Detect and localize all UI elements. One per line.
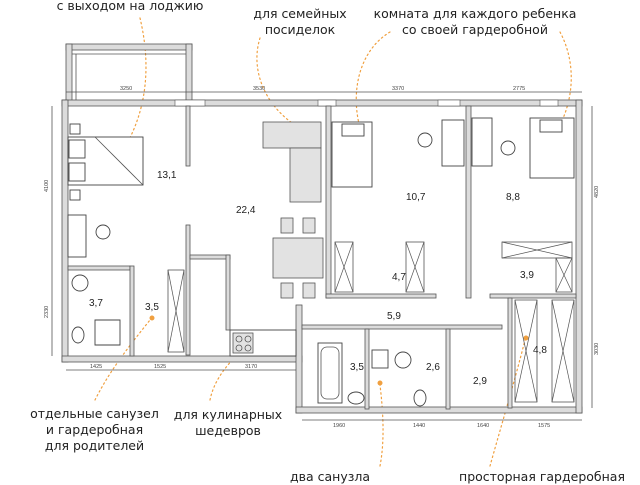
callout-parents-line2: и гардеробная: [45, 422, 144, 437]
dim-top-3: 3370: [392, 86, 404, 92]
room-area-bath-parent: 3,7: [89, 298, 103, 309]
callout-kitchen: для кулинарных шедевров: [168, 407, 288, 439]
parent-bathroom: [71, 274, 121, 346]
room-area-bath1: 3,5: [350, 362, 364, 373]
room-area-wardrobe-big: 4,8: [533, 345, 547, 356]
room-area-wardrobe-kid1: 4,7: [392, 272, 406, 283]
leader-dot-bath: [377, 380, 383, 386]
bedside-table-icon: [69, 189, 81, 201]
callout-kids: комната для каждого ребенка со своей гар…: [370, 6, 580, 38]
kid2-bed: [529, 117, 575, 179]
bedside-table-icon: [69, 123, 81, 135]
leader-dot-wardrobe: [523, 335, 529, 341]
dim-right-2: 3030: [594, 343, 600, 355]
callout-kitchen-line2: шедевров: [195, 423, 261, 438]
room-area-wardrobe-parent: 3,5: [145, 302, 159, 313]
desk: [67, 214, 87, 258]
dimension-lines: [51, 91, 593, 421]
room-area-bedroom: 13,1: [157, 170, 177, 181]
kid2-desk: [471, 117, 493, 167]
room-area-kid2: 8,8: [506, 192, 520, 203]
dim-bottom-left-3: 3170: [245, 364, 257, 370]
dim-bottom-right-3: 1640: [477, 423, 489, 429]
sink-icon: [394, 351, 412, 369]
callout-kids-line2: со своей гардеробной: [402, 22, 548, 37]
callout-family-line2: посиделок: [264, 22, 336, 37]
callout-parents-line1: отдельные санузел: [30, 406, 159, 421]
dim-right-1: 4820: [594, 186, 600, 198]
washer-icon: [371, 349, 389, 369]
dim-left-2: 2330: [44, 306, 50, 318]
leader-family: [256, 37, 296, 126]
bathtub: [317, 342, 343, 404]
callout-parents-line3: для родителей: [44, 438, 145, 453]
parent-bed: [67, 136, 144, 186]
dim-bottom-left-1: 1425: [90, 364, 102, 370]
wardrobe-parent: [167, 269, 185, 353]
callout-parents: отдельные санузел и гардеробная для роди…: [12, 406, 177, 454]
chair-icon: [500, 140, 516, 156]
callout-family-line1: для семейных: [253, 6, 347, 21]
dining-table: [272, 217, 324, 299]
room-area-wardrobe-kid2: 3,9: [520, 270, 534, 281]
toilet-icon: [413, 389, 427, 407]
dim-top-1: 3250: [120, 86, 132, 92]
callout-family: для семейных посиделок: [235, 6, 365, 38]
sofa: [262, 121, 322, 203]
room-area-hall: 5,9: [387, 311, 401, 322]
leader-bath: [379, 384, 384, 467]
interior-walls: [67, 105, 577, 410]
wardrobe-big: [514, 299, 575, 403]
leader-loggia: [119, 17, 147, 156]
toilet-icon: [347, 391, 365, 405]
dim-bottom-right-1: 1960: [333, 423, 345, 429]
wardrobe-kid2: [501, 241, 573, 293]
room-area-bath2: 2,6: [426, 362, 440, 373]
outer-walls: [61, 99, 583, 414]
leader-kids1: [355, 31, 391, 129]
leader-kids2: [559, 31, 572, 126]
dim-top-2: 3530: [253, 86, 265, 92]
dim-bottom-left-2: 1525: [154, 364, 166, 370]
dim-left-1: 4100: [44, 180, 50, 192]
dim-bottom-right-4: 1575: [538, 423, 550, 429]
room-area-living: 22,4: [236, 205, 256, 216]
callout-loggia: с выходом на лоджию: [56, 0, 204, 13]
room-area-kid1: 10,7: [406, 192, 426, 203]
kid1-bed: [331, 121, 373, 188]
loggia: [65, 43, 193, 105]
kitchen-counter: [229, 329, 297, 357]
callout-kids-line1: комната для каждого ребенка: [373, 6, 577, 21]
callout-kitchen-line1: для кулинарных: [173, 407, 283, 422]
room-area-corridor: 2,9: [473, 376, 487, 387]
leader-wardrobe: [489, 339, 526, 467]
dim-top-4: 2775: [513, 86, 525, 92]
kid1-desk: [441, 119, 465, 167]
leader-dot-parents: [149, 315, 155, 321]
chair-icon: [417, 132, 433, 148]
chair-icon: [95, 224, 111, 240]
wardrobe-kid1: [334, 241, 425, 293]
dim-bottom-right-2: 1440: [413, 423, 425, 429]
